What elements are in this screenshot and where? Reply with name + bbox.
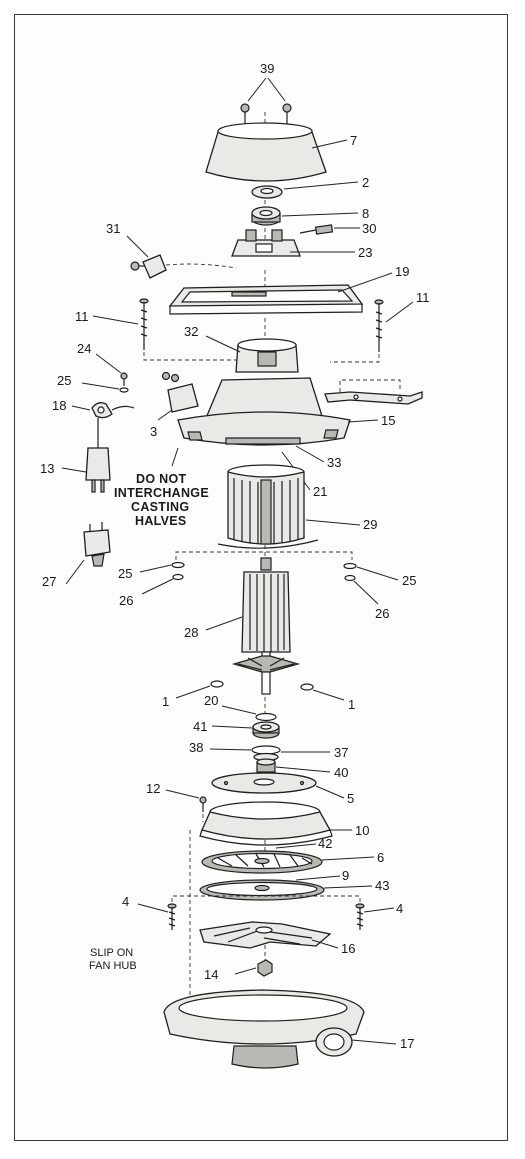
part-13-power-cord — [61, 418, 111, 493]
label-14: 14 — [204, 967, 218, 982]
part-27-plug — [65, 522, 111, 585]
label-12: 12 — [146, 781, 160, 796]
part-32-commutator-housing — [205, 335, 299, 373]
part-25-26-washers-right — [343, 562, 399, 605]
part-38-37-washers — [209, 745, 330, 762]
label-11-right: 11 — [416, 290, 430, 305]
note-line-2: INTERCHANGE — [114, 486, 209, 500]
part-8-bearing — [251, 206, 359, 226]
part-40-spacer — [256, 758, 331, 773]
fan-note-line-1: SLIP ON — [90, 947, 133, 959]
part-3-switch-block — [157, 371, 199, 421]
label-6: 6 — [377, 850, 384, 865]
note-line-1: DO NOT — [136, 472, 186, 486]
label-29: 29 — [363, 517, 377, 532]
label-7: 7 — [350, 133, 357, 148]
label-40: 40 — [334, 765, 348, 780]
label-39: 39 — [260, 61, 274, 76]
part-41-bearing — [211, 721, 280, 739]
label-30: 30 — [362, 221, 376, 236]
label-4-left: 4 — [122, 894, 129, 909]
part-39-screws — [240, 77, 292, 124]
part-19-top-plate — [168, 272, 393, 315]
part-10-lower-housing — [199, 801, 352, 846]
label-4-right: 4 — [396, 901, 403, 916]
label-26-left: 26 — [119, 593, 133, 608]
label-17: 17 — [400, 1036, 414, 1051]
note-line-3: CASTING — [131, 500, 189, 514]
label-25-left: 25 — [118, 566, 132, 581]
label-15: 15 — [381, 413, 395, 428]
part-16-fan — [199, 921, 339, 949]
label-28: 28 — [184, 625, 198, 640]
label-33: 33 — [327, 455, 341, 470]
part-4-screw-right — [355, 903, 395, 930]
casting-note: DO NOT INTERCHANGE CASTING HALVES — [114, 447, 209, 528]
label-18: 18 — [52, 398, 66, 413]
part-11-through-bolt-right — [330, 299, 414, 363]
fan-hub-note: SLIP ON FAN HUB — [89, 947, 137, 972]
label-27: 27 — [42, 574, 56, 589]
label-38: 38 — [189, 740, 203, 755]
fan-note-line-2: FAN HUB — [89, 960, 137, 972]
label-26-right: 26 — [375, 606, 389, 621]
label-9: 9 — [342, 868, 349, 883]
label-25-right: 25 — [402, 573, 416, 588]
part-2-washer — [251, 181, 359, 199]
part-25-washer-upper — [81, 382, 129, 393]
part-15-upper-housing — [177, 377, 379, 446]
part-31-switch — [126, 235, 237, 279]
label-11-left: 11 — [75, 309, 89, 324]
part-29-field-coil — [217, 464, 361, 549]
label-41: 41 — [193, 719, 207, 734]
part-18-cord-clamp — [71, 402, 135, 419]
part-brush-bracket — [324, 379, 423, 405]
label-16: 16 — [341, 941, 355, 956]
label-3: 3 — [150, 424, 157, 439]
part-6-fan-plate — [201, 850, 375, 874]
label-2: 2 — [362, 175, 369, 190]
part-20-washer — [221, 705, 277, 722]
part-12-screw — [165, 789, 207, 822]
label-42: 42 — [318, 836, 332, 851]
label-1-right: 1 — [348, 697, 355, 712]
part-30-brush — [299, 224, 360, 235]
part-28-armature — [205, 557, 301, 695]
note-line-4: HALVES — [135, 514, 187, 528]
label-19: 19 — [395, 264, 409, 279]
part-1-washers — [175, 680, 345, 701]
part-23-brush-holder — [231, 229, 355, 257]
part-14-nut — [234, 959, 273, 977]
label-13: 13 — [40, 461, 54, 476]
part-17-fan-housing — [163, 989, 397, 1069]
label-31: 31 — [106, 221, 120, 236]
label-8: 8 — [362, 206, 369, 221]
part-24-screw — [95, 353, 128, 386]
part-9-gasket — [295, 875, 341, 881]
label-43: 43 — [375, 878, 389, 893]
label-24: 24 — [77, 341, 91, 356]
part-5-baffle-plate — [211, 772, 345, 799]
part-7-end-cap — [205, 122, 348, 182]
part-25-26-washers-left — [139, 561, 185, 595]
label-23: 23 — [358, 245, 372, 260]
label-25-upper: 25 — [57, 373, 71, 388]
label-32: 32 — [184, 324, 198, 339]
label-20: 20 — [204, 693, 218, 708]
part-43-plate — [199, 879, 373, 901]
part-4-screw-left — [137, 903, 177, 930]
label-1-left: 1 — [162, 694, 169, 709]
part-11-through-bolt-left — [92, 298, 265, 361]
label-5: 5 — [347, 791, 354, 806]
label-21: 21 — [313, 484, 327, 499]
label-37: 37 — [334, 745, 348, 760]
label-10: 10 — [355, 823, 369, 838]
